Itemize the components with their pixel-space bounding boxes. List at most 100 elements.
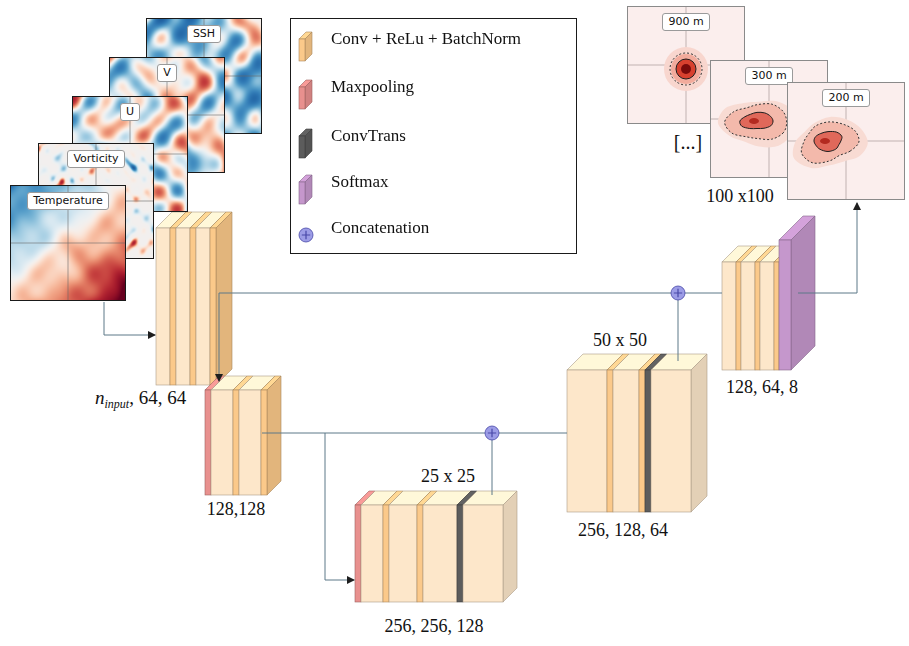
layer-slab <box>299 129 312 158</box>
crosshair <box>788 83 904 199</box>
legend-text: Conv + ReLu + BatchNorm <box>331 29 521 49</box>
slab-front <box>355 505 361 602</box>
contour-dotted <box>670 53 702 85</box>
layer-slab <box>736 246 757 370</box>
slab-front <box>361 505 383 602</box>
legend-text: Maxpooling <box>331 77 414 97</box>
feature-block <box>355 491 517 602</box>
legend-entry: Conv + ReLu + BatchNorm <box>291 29 576 63</box>
probability-area <box>671 54 701 84</box>
slab-front <box>205 390 211 495</box>
slab-side <box>176 212 192 385</box>
slab-side <box>305 80 312 109</box>
legend-entry: ConvTrans <box>291 126 576 160</box>
slab-front <box>463 505 503 602</box>
data-flow-line <box>492 433 493 495</box>
slab-front <box>383 505 389 602</box>
slab-front <box>755 262 760 370</box>
network-blocks <box>156 212 815 602</box>
layer-slab <box>755 246 776 370</box>
slab-front <box>741 262 755 370</box>
slab-front <box>210 228 216 385</box>
probability-peak <box>681 64 691 74</box>
concat-circle <box>299 228 313 242</box>
concatenation-symbol <box>671 286 685 300</box>
layer-slab <box>210 212 232 385</box>
contour-dotted <box>801 122 859 163</box>
map-variable-label: Temperature <box>27 192 109 210</box>
slab-side <box>741 246 757 370</box>
feature-block <box>156 212 232 385</box>
slab-front <box>211 390 233 495</box>
contour-solid <box>740 112 773 128</box>
legend-swatch <box>295 172 325 206</box>
layer-shape-label: 50 x 50 <box>593 330 647 350</box>
layer-shape-label: 128,128 <box>207 499 266 519</box>
contour-dotted <box>725 104 787 140</box>
slab-front <box>239 390 261 495</box>
slab-front <box>299 136 305 158</box>
slab-front <box>736 262 741 370</box>
probability-halo <box>718 101 795 148</box>
map-variable-label: SSH <box>187 25 221 43</box>
concat-circle <box>485 426 499 440</box>
layer-slab <box>463 491 517 602</box>
map-variable-label: V <box>157 64 177 82</box>
slab-front <box>607 370 613 512</box>
slab-front <box>779 240 791 370</box>
slab-front <box>722 262 736 370</box>
slab-front <box>299 39 305 61</box>
slab-front <box>170 228 176 385</box>
slab-side <box>196 212 212 385</box>
data-flow-line <box>798 203 857 293</box>
map-variable-label: Vorticity <box>67 150 124 168</box>
legend-swatch <box>295 29 325 63</box>
contour-solid <box>814 131 842 151</box>
layer-slab <box>651 354 707 512</box>
slab-front <box>457 505 463 602</box>
map-variable-label: U <box>120 103 140 121</box>
input-shape-label: ninput, 64, 64 <box>95 387 186 411</box>
slab-side <box>305 129 312 158</box>
slab-side <box>691 354 707 512</box>
slab-front <box>567 370 607 512</box>
slab-front <box>233 390 239 495</box>
map-variable-label: 900 m <box>662 13 709 31</box>
slab-front <box>190 228 196 385</box>
concat-plus <box>674 289 682 297</box>
slab-front <box>299 87 305 109</box>
probability-peak <box>749 118 759 124</box>
layer-shape-label: 100 x100 <box>706 186 774 206</box>
map-variable-label: 200 m <box>822 89 869 107</box>
layer-shape-label: 256, 256, 128 <box>385 616 484 636</box>
slab-side <box>760 246 776 370</box>
concat-plus <box>488 429 496 437</box>
input-field-map: Temperature <box>10 185 126 301</box>
output-probability-map: 200 m <box>787 82 905 200</box>
probability-halo <box>664 47 708 91</box>
layer-slab <box>170 212 192 385</box>
legend-swatch <box>295 126 325 160</box>
slab-front <box>423 505 457 602</box>
concat-circle <box>671 286 685 300</box>
data-flow-line <box>219 293 722 294</box>
slab-side <box>305 175 312 204</box>
concat-plus <box>302 231 310 239</box>
layer-shape-label: 25 x 25 <box>421 466 475 486</box>
concatenation-symbol <box>485 426 499 440</box>
data-flow-line <box>262 433 567 434</box>
slab-front <box>417 505 423 602</box>
probability-core <box>676 59 696 79</box>
slab-side <box>216 212 232 385</box>
layer-slab <box>299 32 312 61</box>
slab-front <box>613 370 639 512</box>
slab-front <box>760 262 774 370</box>
layer-shape-label: 256, 128, 64 <box>578 520 668 540</box>
layer-slab <box>190 212 212 385</box>
slab-front <box>645 370 651 512</box>
wires <box>104 203 857 580</box>
legend-text: Softmax <box>331 172 389 192</box>
legend-box: Conv + ReLu + BatchNormMaxpoolingConvTra… <box>290 18 577 254</box>
data-flow-line <box>325 433 354 580</box>
